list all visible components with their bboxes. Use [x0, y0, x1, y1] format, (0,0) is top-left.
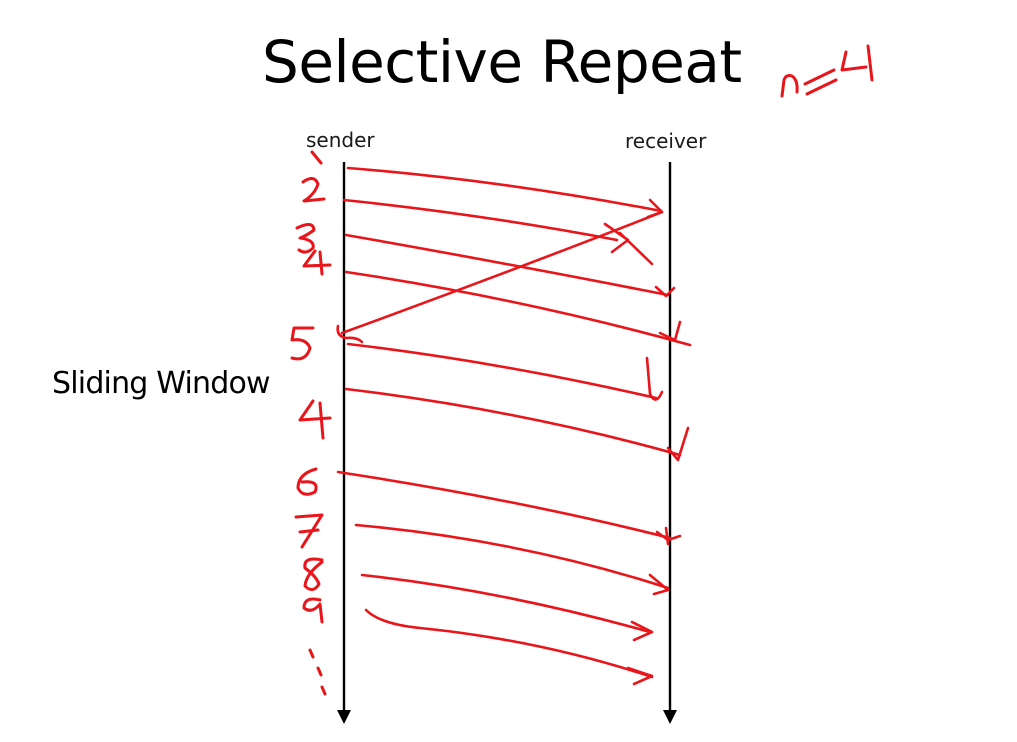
sliding-window-label: Sliding Window — [52, 366, 271, 401]
seq-number-7 — [294, 513, 324, 549]
seq-number-4b — [298, 399, 332, 440]
frame-6-arrow — [336, 470, 672, 540]
frame-7-arrow — [354, 523, 670, 590]
frame-3-arrowhead — [654, 285, 676, 298]
seq-number-4a — [302, 249, 332, 276]
frame-2-arrow — [342, 198, 619, 242]
frame-6-arrowhead — [655, 526, 682, 546]
seq-number-3 — [295, 223, 316, 254]
seq-number-9 — [302, 597, 324, 624]
frame-8-arrowhead — [630, 620, 654, 642]
frame-9-arrow — [364, 608, 654, 679]
frame-4-arrow — [344, 270, 692, 347]
receiver-label: receiver — [625, 129, 707, 153]
frame-5-arrow — [346, 342, 658, 400]
frame-9-arrowhead — [626, 666, 654, 686]
ack-arrowhead — [336, 324, 364, 344]
message-arrows — [336, 166, 692, 686]
seq-number-2 — [301, 177, 326, 203]
ack-arrow — [340, 210, 664, 335]
receiver-timeline — [663, 162, 677, 724]
frame-1-arrow — [346, 166, 663, 213]
frame-7-arrowhead — [648, 573, 670, 596]
seq-number-6 — [296, 467, 318, 496]
seq-number-1 — [310, 150, 323, 165]
window-size-annotation — [780, 44, 874, 98]
frame-3-arrow — [344, 233, 670, 297]
frame-8-arrow — [360, 573, 652, 634]
frame-4-arrowhead — [658, 320, 682, 342]
sender-timeline — [337, 162, 351, 724]
frame-4-retransmit-arrowhead — [666, 426, 690, 462]
sender-sequence-numbers — [290, 150, 332, 696]
frame-5-arrowhead — [645, 356, 664, 401]
frame-4-retransmit-arrow — [344, 387, 682, 457]
slide-title: Selective Repeat — [262, 28, 742, 96]
seq-number-5 — [290, 326, 315, 361]
frame-2-lost-mark — [603, 222, 654, 266]
sender-label: sender — [306, 128, 375, 152]
seq-number-8 — [303, 557, 324, 591]
seq-number-ellipsis — [308, 648, 327, 696]
